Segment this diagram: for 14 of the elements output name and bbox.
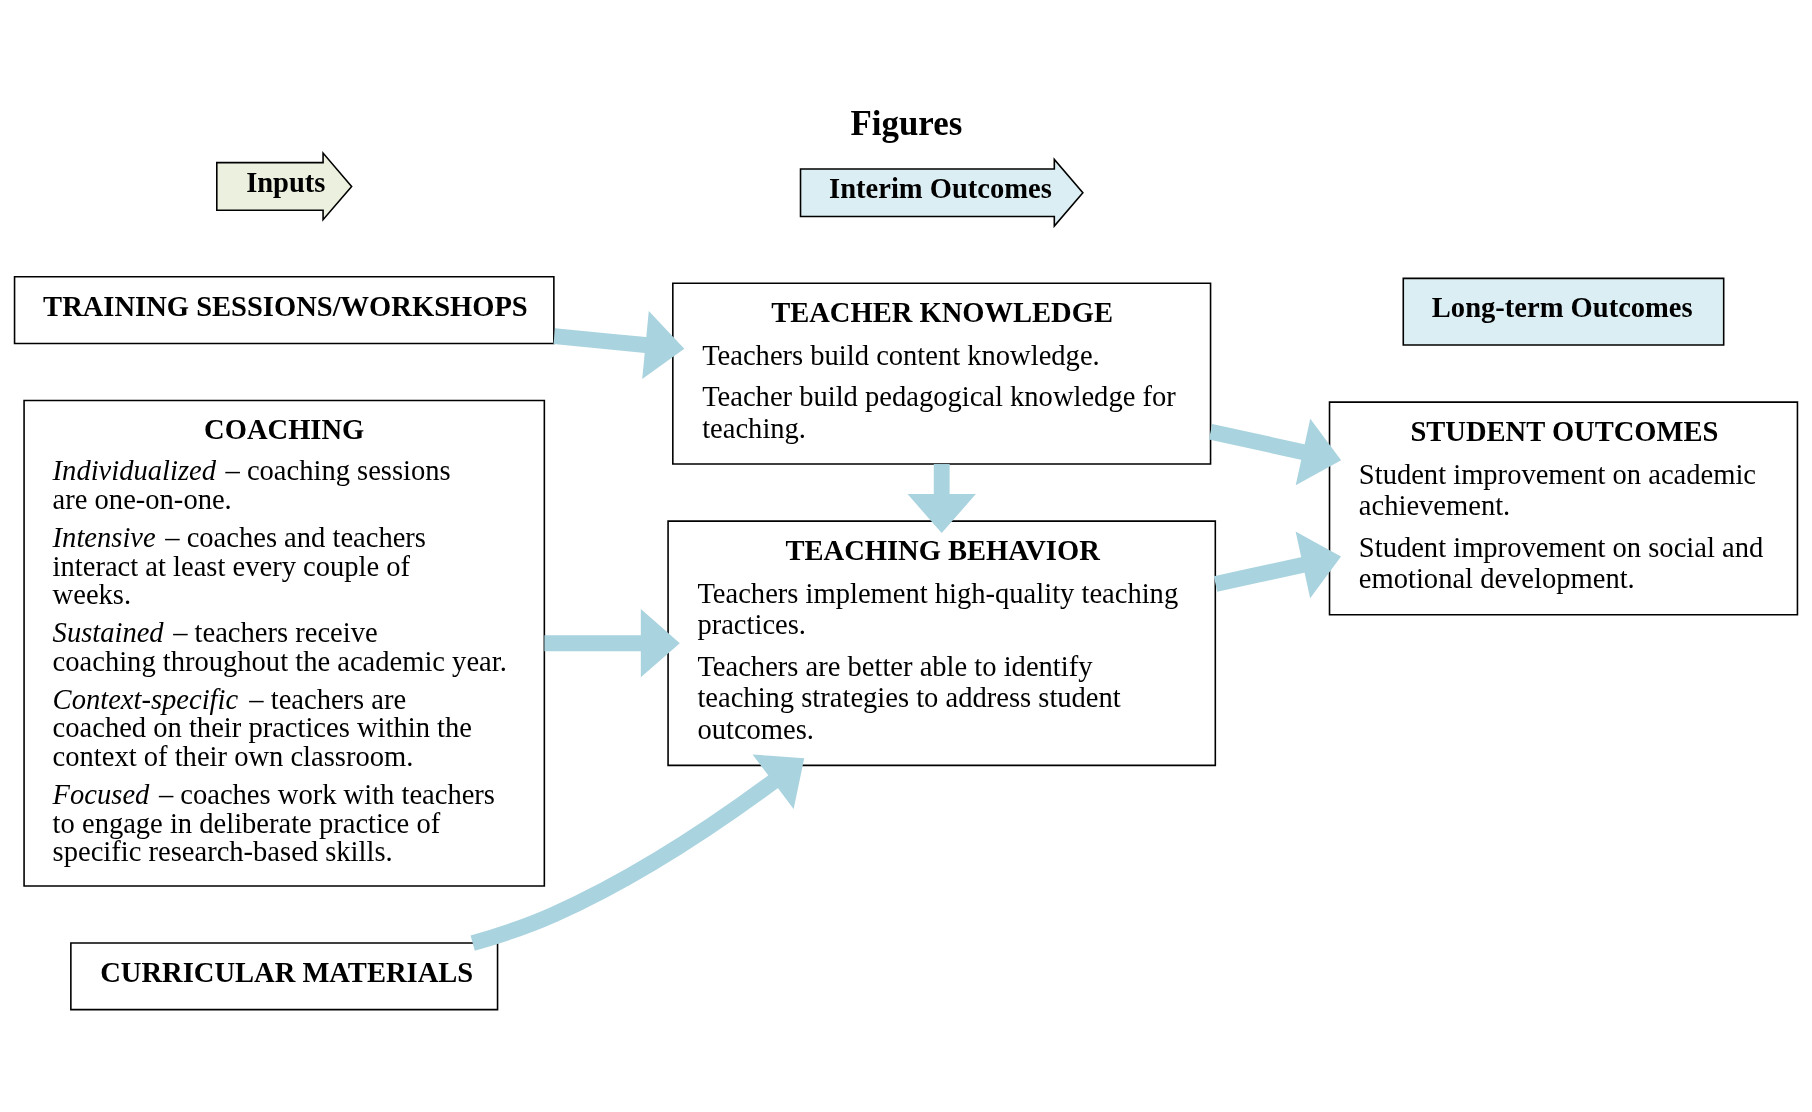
- node-box: TRAINING SESSIONS/WORKSHOPS: [13, 276, 555, 345]
- node-box: Long-term Outcomes: [1402, 277, 1725, 346]
- arrow: [907, 464, 976, 534]
- node-box: STUDENT OUTCOMES Student improvement on academic achievement. Student improvement on social and emotional development.: [1328, 401, 1799, 616]
- diagram-title: Figures: [850, 104, 963, 144]
- node-box: CURRICULAR MATERIALS: [70, 942, 499, 1011]
- arrow: [1208, 418, 1342, 486]
- arrow: [544, 609, 680, 678]
- node-box: COACHING Individualized – coaching sessions are one-on-one. Intensive – coaches and teachers interact at least every couple of weeks. Sustained – teachers receive coaching throughout the academic year. Context-specific – teachers are coached on their practices within the context of their own classroom. Focused – coaches work with teachers to engage in deliberate practice of specific research-based skills.: [23, 399, 546, 887]
- arrow: [1213, 531, 1341, 599]
- node-box: TEACHING BEHAVIOR Teachers implement high-quality teaching practices. Teachers are better able to identify teaching strategies to address student outcomes.: [667, 520, 1217, 767]
- arrow: [553, 311, 685, 379]
- arrow: [470, 754, 805, 951]
- node-box: TEACHER KNOWLEDGE Teachers build content knowledge. Teacher build pedagogical knowledge for teaching.: [672, 282, 1212, 465]
